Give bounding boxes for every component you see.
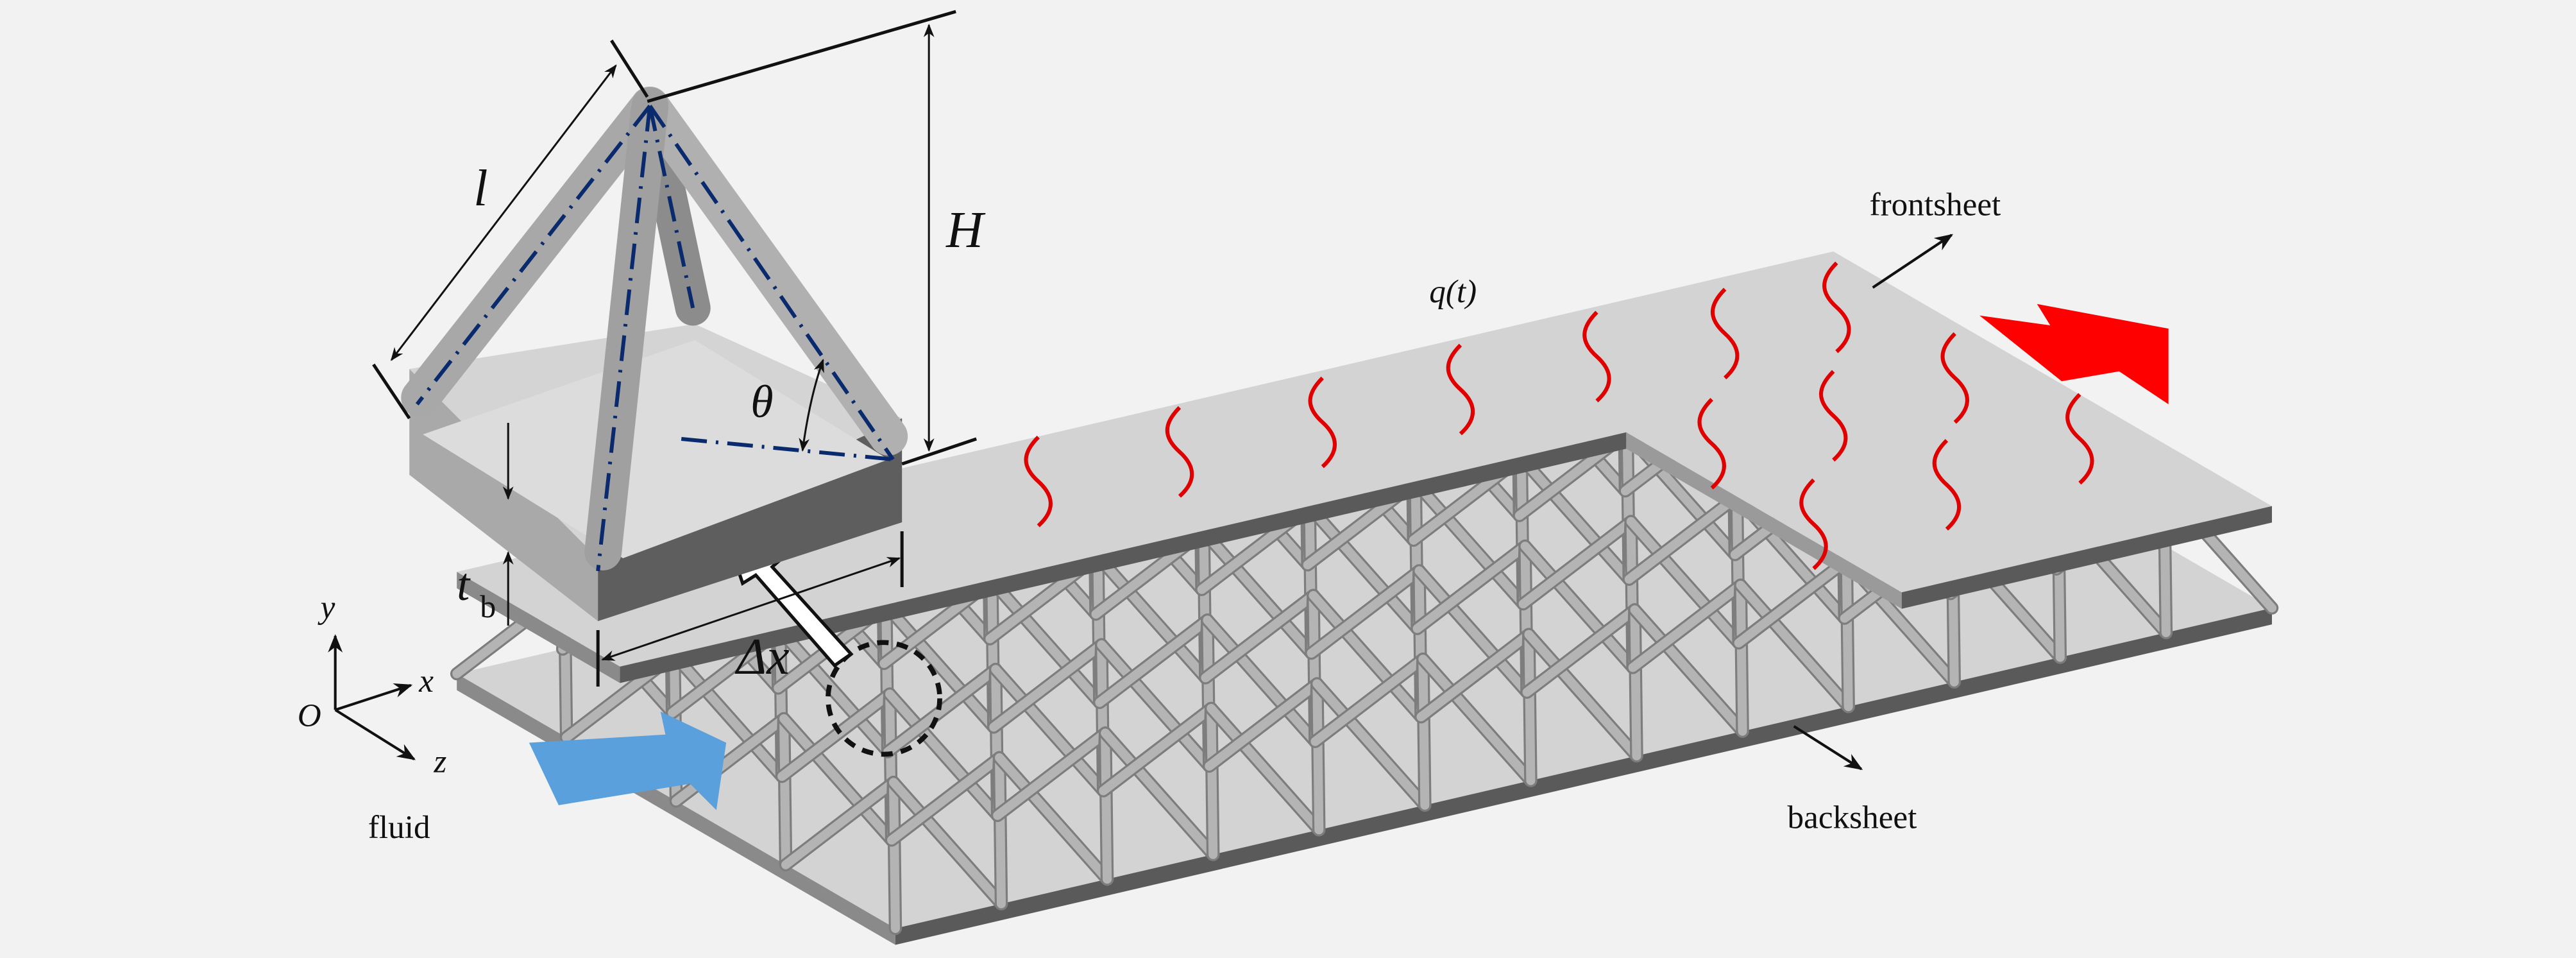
heat-wave-icon bbox=[1308, 376, 1337, 468]
strut bbox=[993, 728, 1110, 820]
strut bbox=[1416, 629, 1534, 722]
coordinate-axes bbox=[328, 634, 416, 760]
backsheet-front-edge bbox=[895, 608, 2272, 945]
heat-wave-icon bbox=[1940, 332, 1969, 424]
strut bbox=[1516, 453, 1634, 584]
strut bbox=[1201, 590, 1318, 683]
strut bbox=[1305, 502, 1422, 633]
strut bbox=[1518, 517, 1636, 609]
strut bbox=[1626, 517, 1743, 647]
fluid-inflow-arrow-icon bbox=[529, 711, 727, 810]
strut bbox=[1522, 605, 1640, 697]
frontsheet-surface bbox=[457, 251, 2272, 667]
strut bbox=[1411, 477, 1528, 609]
strut bbox=[1312, 679, 1430, 810]
strut bbox=[781, 778, 899, 869]
y-axis-label: y bbox=[318, 589, 335, 626]
strut bbox=[1628, 580, 1745, 672]
strut bbox=[888, 778, 1006, 909]
heat-flux-label: q(t) bbox=[1429, 273, 1477, 310]
strut bbox=[1093, 552, 1210, 683]
heat-wave-icon bbox=[1822, 261, 1851, 354]
unit-cell-inset: l H θ t b Δx bbox=[372, 10, 986, 687]
strut bbox=[1207, 704, 1324, 835]
frontsheet-label: frontsheet bbox=[1870, 186, 2001, 223]
strut bbox=[887, 753, 1004, 845]
heat-wave-icon bbox=[2065, 393, 2094, 485]
strut bbox=[1101, 728, 1112, 884]
heat-outflow-arrow-icon bbox=[1979, 304, 2169, 404]
strut bbox=[888, 778, 900, 933]
strut bbox=[1203, 615, 1320, 746]
heat-flux-waves bbox=[1024, 261, 2094, 570]
cell-width-label: Δx bbox=[734, 629, 789, 685]
heat-wave-icon bbox=[1710, 287, 1740, 380]
strut bbox=[1101, 728, 1218, 859]
strut bbox=[1095, 615, 1212, 707]
strut bbox=[885, 689, 1003, 820]
heat-wave-icon bbox=[1818, 370, 1848, 462]
heat-wave-icon bbox=[1024, 436, 1053, 527]
x-axis-label: x bbox=[418, 663, 434, 699]
strut-length-label: l bbox=[473, 160, 487, 217]
strut bbox=[1418, 654, 1536, 785]
strut bbox=[670, 650, 787, 782]
strut bbox=[1524, 629, 1536, 785]
height-label: H bbox=[945, 202, 986, 259]
strut bbox=[1309, 590, 1426, 722]
frontsheet-side-edge bbox=[457, 572, 620, 683]
strut bbox=[1199, 527, 1316, 658]
strut bbox=[989, 640, 1106, 732]
heat-wave-icon bbox=[1582, 311, 1611, 403]
heat-wave-icon bbox=[1446, 343, 1475, 436]
z-axis-arrow bbox=[334, 708, 416, 760]
strut bbox=[995, 753, 1006, 909]
z-axis-label: z bbox=[433, 744, 446, 780]
strut bbox=[779, 714, 897, 845]
strut bbox=[1842, 556, 1853, 712]
strut bbox=[1524, 629, 1641, 761]
plate-thickness-subscript: b bbox=[480, 588, 496, 624]
frontsheet-step-edge bbox=[1626, 432, 1902, 609]
backsheet-label: backsheet bbox=[1788, 800, 1917, 836]
strut bbox=[1630, 605, 1641, 761]
strut bbox=[1207, 704, 1218, 859]
strut bbox=[1312, 679, 1324, 835]
strut bbox=[881, 601, 999, 732]
strut bbox=[1414, 566, 1532, 697]
strut bbox=[987, 576, 1105, 707]
frontsheet-front-edge-right bbox=[1901, 506, 2272, 609]
strut bbox=[1736, 580, 1747, 736]
strut bbox=[777, 689, 895, 782]
strut bbox=[1520, 542, 1638, 672]
strut bbox=[1624, 492, 1741, 584]
strut bbox=[1736, 580, 1853, 712]
heat-wave-icon bbox=[1697, 398, 1726, 490]
strut bbox=[1418, 654, 1430, 810]
strut bbox=[1205, 679, 1322, 771]
strut bbox=[883, 665, 1001, 757]
strut bbox=[779, 714, 791, 869]
strut bbox=[1412, 542, 1530, 633]
strut bbox=[1099, 704, 1216, 796]
plate-thickness-label: t bbox=[457, 559, 471, 610]
angle-label: θ bbox=[750, 376, 773, 427]
x-axis-arrow bbox=[335, 683, 413, 712]
strut bbox=[1307, 566, 1424, 658]
strut bbox=[1310, 654, 1428, 746]
backsheet-pointer bbox=[1793, 725, 1863, 771]
fluid-label: fluid bbox=[368, 809, 430, 846]
heat-wave-icon bbox=[1799, 478, 1828, 570]
strut bbox=[995, 753, 1112, 884]
heat-wave-icon bbox=[1165, 406, 1194, 498]
strut bbox=[1097, 640, 1214, 771]
heat-wave-icon bbox=[1932, 439, 1962, 531]
strut bbox=[991, 665, 1108, 796]
origin-label: O bbox=[298, 697, 321, 734]
strut bbox=[1630, 605, 1747, 736]
strut bbox=[1734, 556, 1851, 647]
frontsheet-pointer bbox=[1872, 234, 1953, 289]
